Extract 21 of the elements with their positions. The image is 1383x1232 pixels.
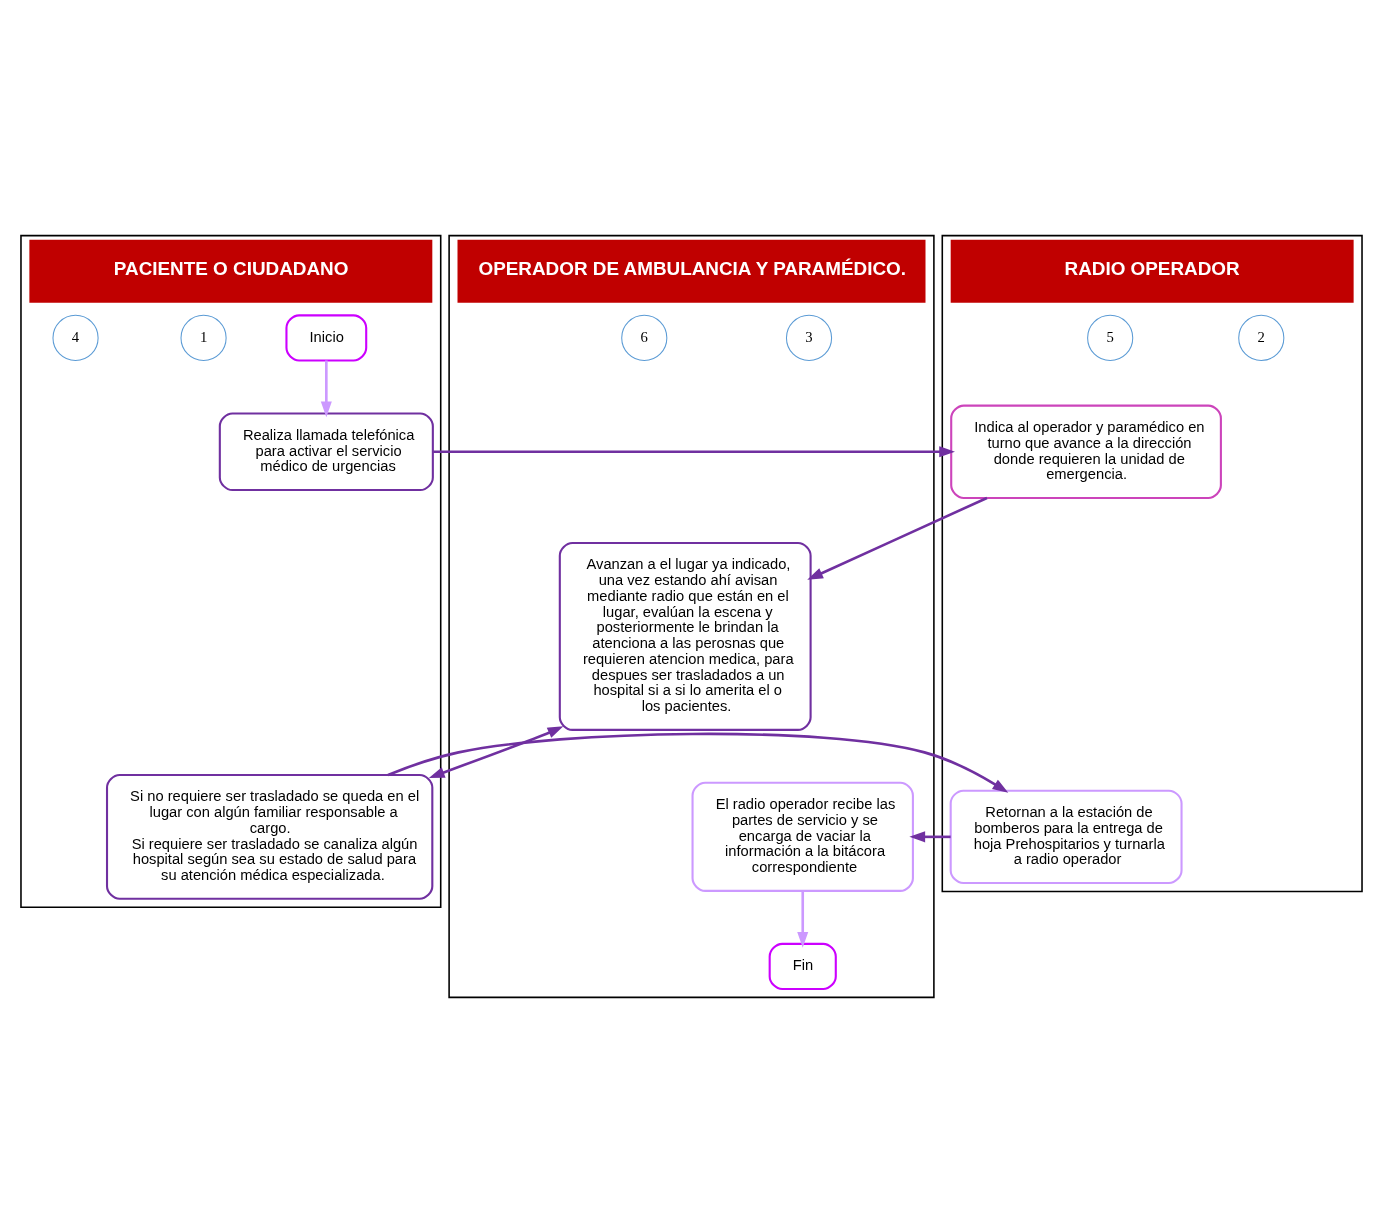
arrow	[320, 360, 332, 417]
node-circle: 5	[1087, 314, 1134, 361]
node-circle: 4	[52, 314, 99, 361]
arrow	[428, 725, 564, 778]
node-box: Realiza llamada telefónica para activar el servicio médico de urgencias	[218, 411, 434, 491]
node-box: Indica al operador y paramédico en turno que avance a la dirección donde requieren la unidad de emergencia.	[950, 404, 1222, 499]
node-circle: 3	[785, 314, 833, 361]
node-box: Retornan a la estación de bomberos para la entrega de hoja Prehospitarios y turnarla a radio operador	[949, 789, 1183, 884]
node-box: El radio operador recibe las partes de servicio y se encarga de vaciar la información a la bitácora correspondiente	[691, 781, 914, 892]
node-box: Inicio	[285, 313, 368, 361]
node-box: Fin	[768, 942, 837, 990]
node-circle: 6	[621, 314, 668, 361]
node-box: Avanzan a el lugar ya indicado, una vez estando ahí avisan mediante radio que están en el lugar, evalúan la escena y posteriormente le brindan la atenciona a las perosnas que requieren atencion medica, para despues ser trasladados a un hospital si a si lo amerita el o los pacientes.	[558, 541, 812, 731]
node-circle: 1	[180, 314, 227, 361]
arrow	[797, 890, 809, 948]
arrow	[807, 496, 988, 580]
arrow	[909, 830, 951, 842]
arrow	[433, 445, 955, 457]
arrow	[387, 732, 1009, 793]
node-box: Si no requiere ser trasladado se queda en el lugar con algún familiar responsable a cargo. Si requiere ser trasladado se canaliza algún hospital según sea su estado de salud para su atención médica especializada.	[105, 773, 434, 900]
node-circle: 2	[1238, 314, 1285, 361]
